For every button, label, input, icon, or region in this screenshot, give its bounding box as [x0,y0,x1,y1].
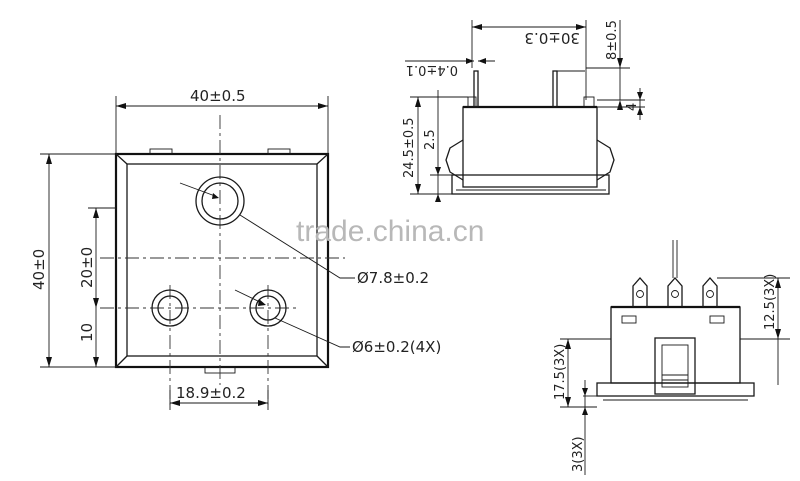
small-hole-label: Ø6±0.2(4X) [352,338,441,356]
terminal-center [667,240,683,307]
watermark: trade.china.cn [296,215,484,248]
side-base-label: 3(3X) [571,436,586,472]
side-base [596,382,755,397]
side-view: 12.5(3X) 17.5(3X) 3(3X) [553,240,790,475]
front-top-tab-right [267,148,291,155]
hole-right-outer [249,289,287,327]
top-pin-right [552,70,558,108]
side-height-label: 12.5(3X) [763,274,778,330]
large-hole-leader [239,214,355,279]
pin-height-label: 8±0.5 [605,20,620,60]
hole-left-inner [157,295,183,321]
step-25-label: 2.5 [423,129,438,150]
top-base-plate [451,174,610,195]
center-hole-inner [201,182,239,220]
front-width-label: 40±0.5 [190,87,246,105]
front-top-tab-left [149,148,173,155]
offset-10-label: 10 [78,323,96,342]
terminal-right [702,277,718,307]
pin-thickness-label: 0.4±0.1 [406,62,458,77]
terminal-left [632,277,648,307]
step-4-label: 4 [625,103,640,111]
large-hole-label: Ø7.8±0.2 [357,269,429,287]
pitch-label: 18.9±0.2 [176,384,246,402]
hole-left-outer [151,289,189,327]
center-hole-outer [195,176,245,226]
front-body-outline [114,152,330,369]
side-center-clip [654,337,696,395]
offset-20-label: 20±0 [78,247,96,288]
body-height-label: 24.5±0.5 [402,117,417,178]
small-hole-leader [274,317,350,348]
front-view: 40±0.5 40±0 20±0 10 18.9±0.2 Ø7.8±0.2 Ø6… [30,87,441,410]
side-body-label: 17.5(3X) [553,344,568,400]
front-body-inner [126,163,318,357]
top-view: 30±0.3 0.4±0.1 8±0.5 4 24.5±0.5 2.5 [402,20,645,202]
front-height-label: 40±0 [30,249,48,290]
hole-right-inner [255,295,281,321]
top-width-label: 30±0.3 [524,29,580,47]
